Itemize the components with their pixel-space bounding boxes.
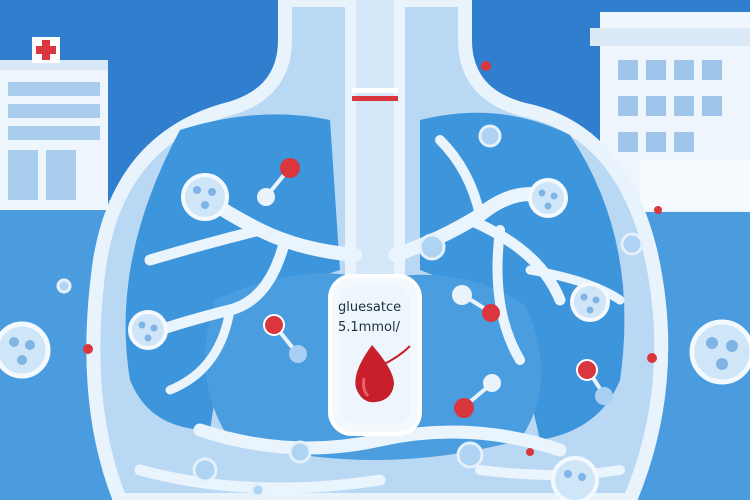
blood-drop-icon [355,345,411,403]
medical-cross-icon [32,37,60,63]
hospital-building [0,37,108,210]
red-dots [83,61,662,456]
molecule-icon [452,285,500,322]
molecule-icon [257,158,300,206]
trachea [345,0,405,300]
cell-icon [689,319,750,385]
cell-icon [181,173,229,221]
glucose-value: 5.1mmol/ [338,320,400,335]
glucose-readout-card [328,274,422,436]
bubbles [56,124,644,498]
molecule-icon [263,314,307,363]
cell-icon [128,310,168,350]
molecule-icon [576,359,613,405]
glucose-label: gluesatce [338,300,402,315]
left-lung-lobe [125,114,340,430]
cell-icon [570,282,610,322]
molecule-icon [454,374,501,418]
office-building [590,12,750,212]
glucose-readout-text: gluesatce 5.1mmol/ [330,276,420,434]
cell-icon [551,456,599,500]
cell-icon [528,178,568,218]
cell-icon [0,321,51,379]
